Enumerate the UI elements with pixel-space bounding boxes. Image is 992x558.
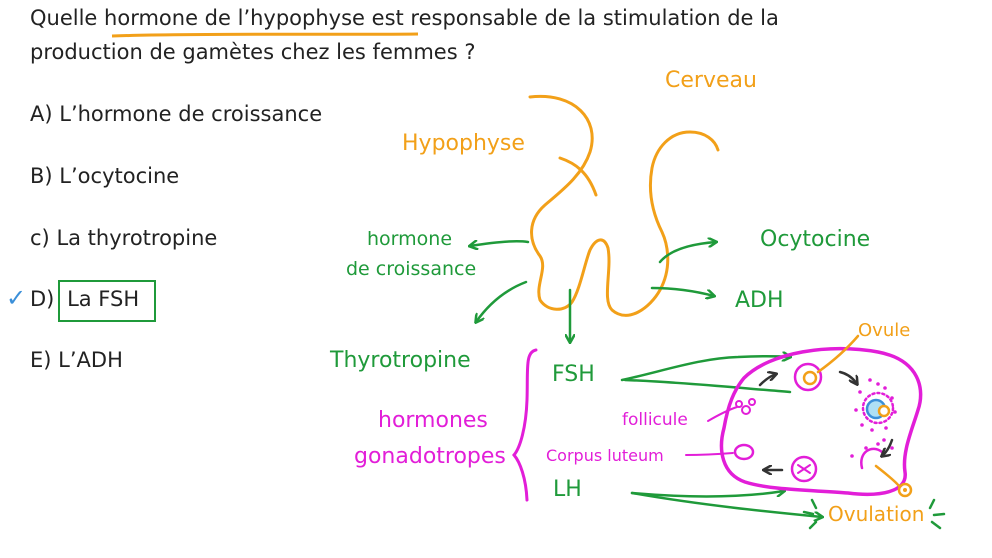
- answer-a[interactable]: A) L’hormone de croissance: [30, 102, 322, 126]
- gonadotropes-brace: [512, 348, 538, 502]
- follicle-3: [861, 391, 895, 425]
- correct-answer-box: [58, 280, 156, 322]
- check-icon: ✓: [6, 284, 27, 312]
- label-lh: LH: [553, 477, 582, 502]
- answer-letter: E): [30, 348, 52, 372]
- question-end: est responsable de la stimulation de la: [371, 6, 779, 30]
- answer-letter: B): [30, 164, 53, 188]
- dots: [850, 378, 897, 458]
- hormone-arrows: [470, 241, 822, 517]
- ovulation-sparkles: [802, 498, 946, 530]
- label-thyrotropine: Thyrotropine: [330, 348, 471, 373]
- label-hypophyse: Hypophyse: [402, 131, 525, 156]
- answer-text: La thyrotropine: [56, 226, 218, 250]
- answer-text: L’hormone de croissance: [59, 102, 323, 126]
- ruptured-follicle: [860, 447, 884, 470]
- question-highlight: hormone de l’hypophyse: [104, 6, 365, 30]
- label-hormones: hormones: [378, 408, 488, 433]
- answer-letter: c): [30, 226, 50, 250]
- corpus-luteum-1: [790, 455, 818, 483]
- question-start: Quelle: [30, 6, 98, 30]
- label-ocytocine: Ocytocine: [760, 227, 871, 252]
- answer-text: La FSH: [67, 287, 140, 311]
- follicle-2: [793, 362, 823, 392]
- label-cerveau: Cerveau: [665, 68, 757, 93]
- answer-letter: D): [30, 287, 55, 311]
- corpus-luteum-2: [733, 443, 755, 461]
- follicle-1: [741, 405, 751, 415]
- answer-text: L’ADH: [58, 348, 123, 372]
- answer-d[interactable]: D) La FSH: [30, 287, 139, 311]
- label-adh: ADH: [735, 288, 784, 313]
- ovary: [685, 334, 923, 498]
- question-line-1: Quelle hormone de l’hypophyse est respon…: [30, 6, 779, 30]
- label-corpus-luteum: Corpus luteum: [546, 446, 664, 465]
- question-line-2: production de gamètes chez les femmes ?: [30, 40, 476, 64]
- answer-c[interactable]: c) La thyrotropine: [30, 226, 217, 250]
- answer-text: L’ocytocine: [59, 164, 180, 188]
- label-gonadotropes: gonadotropes: [354, 444, 506, 469]
- label-follicule: follicule: [622, 410, 688, 430]
- label-de-croissance: de croissance: [346, 258, 477, 280]
- pituitary-outline: [528, 94, 720, 317]
- answer-b[interactable]: B) L’ocytocine: [30, 164, 179, 188]
- label-ovule: Ovule: [858, 320, 911, 341]
- released-ovule: [897, 482, 913, 498]
- label-ovulation: Ovulation: [828, 502, 925, 526]
- label-hormone: hormone: [367, 228, 453, 250]
- label-fsh: FSH: [552, 362, 595, 387]
- answer-letter: A): [30, 102, 53, 126]
- highlight-underline: [111, 32, 419, 38]
- answer-e[interactable]: E) L’ADH: [30, 348, 123, 372]
